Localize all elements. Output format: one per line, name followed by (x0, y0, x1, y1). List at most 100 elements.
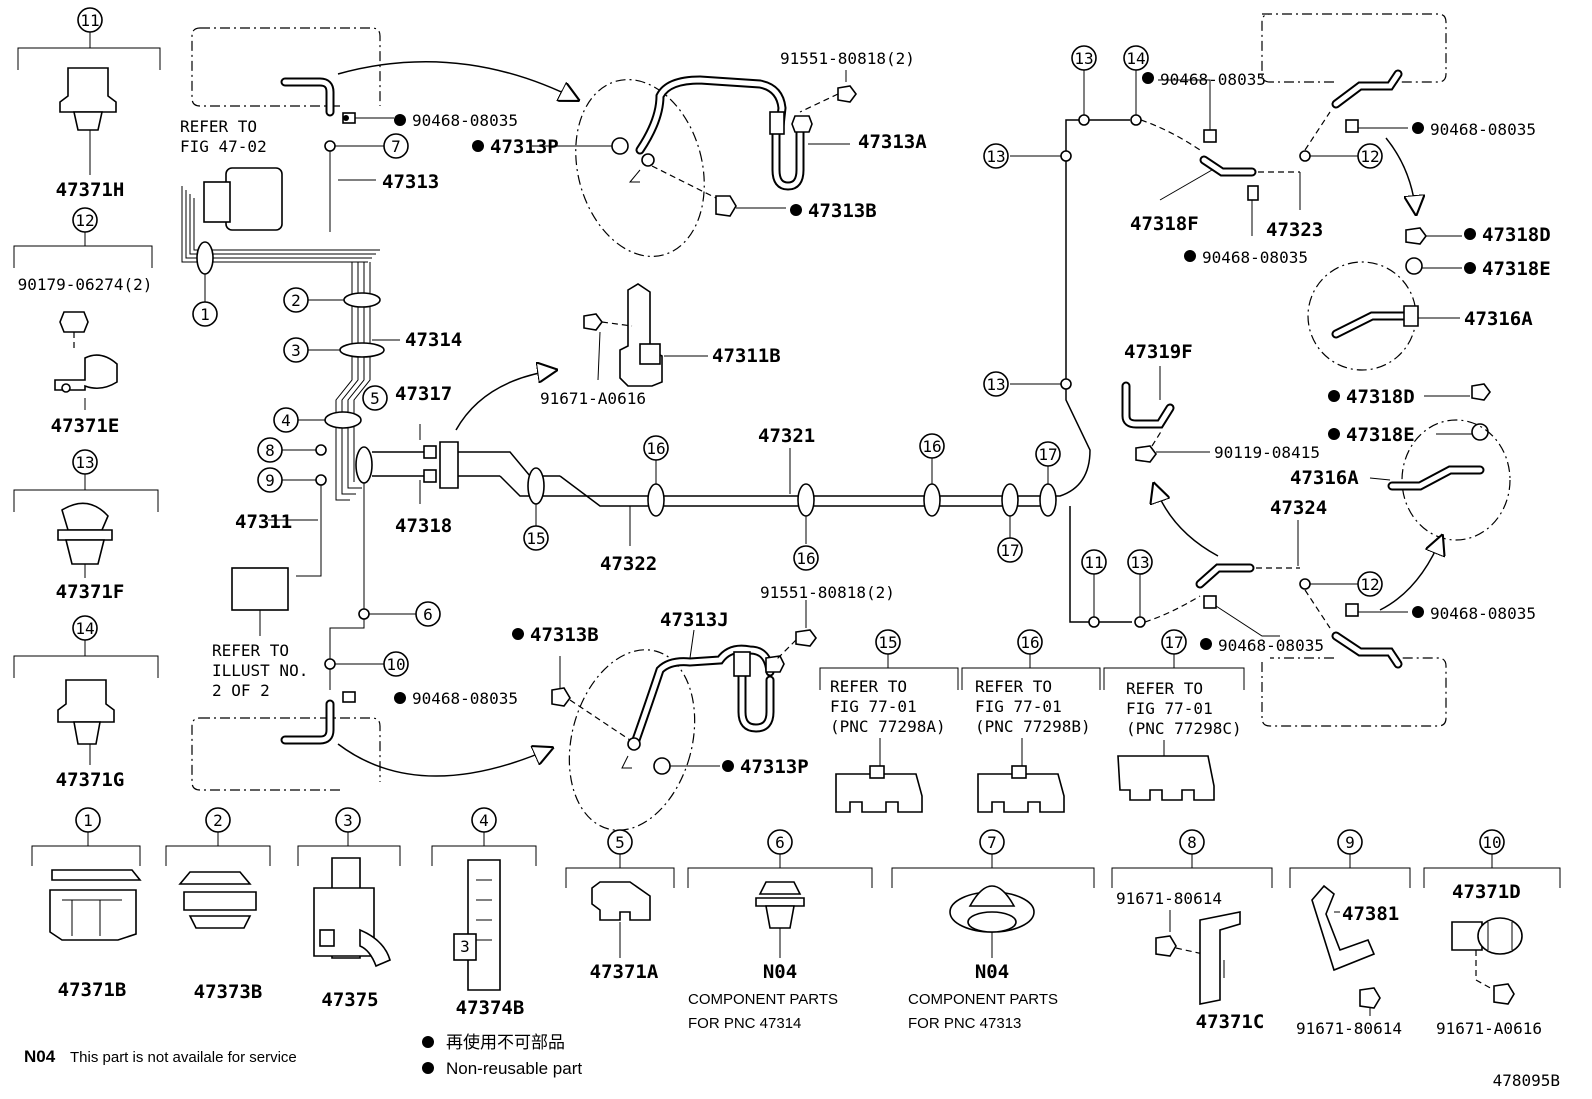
part-47313B-b: 47313B (530, 624, 599, 646)
callout-10: 10 (1482, 833, 1501, 852)
part-91671-80614-b: 91671-80614 (1296, 1019, 1402, 1038)
clip-group-9: 9 47381 91671-80614 (1289, 829, 1411, 1038)
part-N04-b: N04 (975, 961, 1009, 983)
detail-47311B: 91671-A0616 47311B (540, 283, 781, 408)
figure-code: 478095B (1493, 1071, 1560, 1090)
legend-n04-code: N04 (24, 1047, 56, 1066)
part-47316A-a: 47316A (1464, 308, 1533, 330)
part-47371E: 47371E (51, 415, 120, 437)
part-91671-80614-a: 91671-80614 (1116, 889, 1222, 908)
callout-15: 15 (878, 633, 897, 652)
callout-16: 16 (1020, 633, 1039, 652)
part-47318D-b: 47318D (1346, 386, 1415, 408)
part-47371G: 47371G (56, 769, 125, 791)
callout-5-main: 5 (370, 389, 380, 408)
callout-15-main: 15 (526, 529, 545, 548)
part-47381: 47381 (1342, 903, 1399, 925)
callout-12-main-a: 12 (1360, 147, 1379, 166)
legend: 再使用不可部品 Non-reusable part N04 This part … (24, 1032, 1560, 1090)
part-47371B: 47371B (58, 979, 127, 1001)
refer-16-l3: (PNC 77298B) (975, 717, 1091, 736)
callout-4: 4 (479, 811, 489, 830)
refer-16-l1: REFER TO (975, 677, 1052, 696)
clip-group-11: 11 47371H (17, 7, 161, 201)
harness-47313-47314: 90468-08035 7 47313 REFER TO FIG 47-02 1… (180, 27, 578, 791)
part-N04-a: N04 (763, 961, 797, 983)
part-47319F: 47319F (1124, 341, 1193, 363)
callout-6-main: 6 (423, 605, 433, 624)
callout-2: 2 (213, 811, 223, 830)
callout-3-main: 3 (291, 341, 301, 360)
callout-17-main-b: 17 (1038, 445, 1057, 464)
part-47371D: 47371D (1452, 881, 1521, 903)
refer-box-17: 17 REFER TO FIG 77-01 (PNC 77298C) (1103, 629, 1245, 801)
legend-n04-text: This part is not availale for service (70, 1049, 297, 1066)
part-47313: 47313 (382, 171, 439, 193)
part-47317: 47317 (395, 383, 452, 405)
callout-16-main-b: 16 (796, 549, 815, 568)
callout-16-main-a: 16 (646, 439, 665, 458)
clip-group-10: 10 47371D 91671-A0616 (1423, 829, 1561, 1038)
clip-group-7: 7 N04 COMPONENT PARTS FOR PNC 47313 (891, 829, 1095, 1032)
part-47374B: 47374B (456, 997, 525, 1019)
part-47375: 47375 (321, 989, 378, 1011)
clip-group-5: 5 47371A (565, 829, 675, 983)
part-47314: 47314 (405, 329, 462, 351)
part-90468-08035-c: 90468-08035 (1160, 70, 1266, 89)
refer-boxes: 15 REFER TO FIG 77-01 (PNC 77298A) 16 RE… (819, 629, 1245, 813)
main-tube-47321-47322: 15 16 47322 47321 16 16 17 17 13 13 (499, 45, 1201, 628)
part-47318E-a: 47318E (1482, 258, 1551, 280)
refer-17-l3: (PNC 77298C) (1126, 719, 1242, 738)
detail-right-middle: 47319F 90119-08415 47318D 47318E 47316A … (1121, 341, 1536, 727)
callout-1: 1 (83, 811, 93, 830)
detail-47313J: 91551-80818(2) 47313J 47313B 47313P (512, 583, 895, 831)
callout-3: 3 (343, 811, 353, 830)
part-91551-80818-a: 91551-80818(2) (780, 49, 915, 68)
refer-box-16: 16 REFER TO FIG 77-01 (PNC 77298B) (961, 629, 1101, 813)
part-91551-80818-b: 91551-80818(2) (760, 583, 895, 602)
part-90468-08035-f: 90468-08035 (1430, 604, 1536, 623)
part-47371F: 47371F (56, 581, 125, 603)
callout-14-main: 14 (1126, 49, 1145, 68)
part-47323: 47323 (1266, 219, 1323, 241)
clip-group-3: 3 47375 (297, 807, 401, 1011)
callout-9: 9 (1345, 833, 1355, 852)
part-47371A: 47371A (590, 961, 659, 983)
part-90179-06274: 90179-06274(2) (18, 275, 153, 294)
clip-group-6: 6 N04 COMPONENT PARTS FOR PNC 47314 (687, 829, 873, 1032)
refer-17-l1: REFER TO (1126, 679, 1203, 698)
note-47313-l1: COMPONENT PARTS (908, 991, 1058, 1008)
left-column-clips: 11 47371H 12 90179-06274(2) 47371E 13 (13, 7, 161, 791)
callout-6: 6 (775, 833, 785, 852)
part-90468-08035-b: 90468-08035 (412, 689, 518, 708)
callout-8: 8 (1187, 833, 1197, 852)
refer-box-15: 15 REFER TO FIG 77-01 (PNC 77298A) (819, 629, 959, 813)
refer-fig-47-02-l2: FIG 47-02 (180, 137, 267, 156)
part-47313A: 47313A (858, 131, 927, 153)
refer-15-l3: (PNC 77298A) (830, 717, 946, 736)
svg-text:3: 3 (460, 937, 470, 956)
callout-16-main-c: 16 (922, 437, 941, 456)
note-47314-l1: COMPONENT PARTS (688, 991, 838, 1008)
callout-17-main-a: 17 (1000, 541, 1019, 560)
part-47373B: 47373B (194, 981, 263, 1003)
clip-group-14: 14 47371G (13, 615, 159, 791)
callout-13-main-d: 13 (1130, 553, 1149, 572)
part-47324: 47324 (1270, 497, 1327, 519)
note-47314-l2: FOR PNC 47314 (688, 1015, 801, 1032)
part-90119-08415: 90119-08415 (1214, 443, 1320, 462)
refer-15-l2: FIG 77-01 (830, 697, 917, 716)
part-47311: 47311 (235, 511, 292, 533)
legend-en: Non-reusable part (446, 1059, 582, 1078)
clip-group-12: 12 90179-06274(2) 47371E (13, 207, 153, 437)
part-90468-08035-g: 90468-08035 (1218, 636, 1324, 655)
part-47318E-b: 47318E (1346, 424, 1415, 446)
callout-12-main-b: 12 (1360, 575, 1379, 594)
bottom-clips-1-4: 1 47371B 2 47373B 3 47375 (31, 807, 537, 1019)
part-47321: 47321 (758, 425, 815, 447)
part-90468-08035-d: 90468-08035 (1202, 248, 1308, 267)
part-47318D-a: 47318D (1482, 224, 1551, 246)
refer-15-l1: REFER TO (830, 677, 907, 696)
bottom-clips-5-10: 5 47371A 6 N04 COMPONENT PARTS FOR PNC 4… (565, 829, 1561, 1038)
refer-fig-47-02-l1: REFER TO (180, 117, 257, 136)
